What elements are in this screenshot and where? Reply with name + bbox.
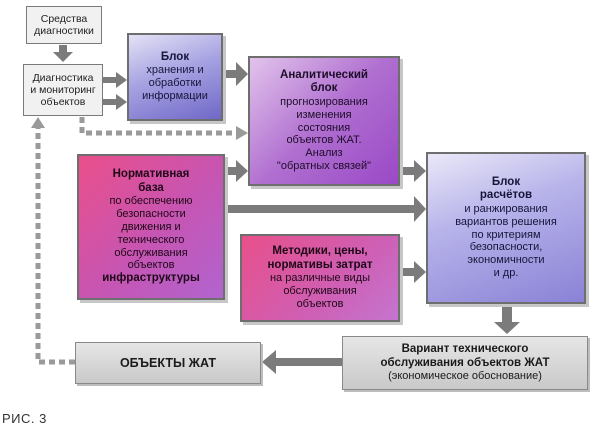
arrow-diagnostics-to-storage-1 [103,72,127,88]
diagnostic-tools-node: Средства диагностики [26,6,102,44]
analytic-block-node: Аналитический блок прогнозирования измен… [248,56,400,186]
analytic-block-line5: Анализ [305,147,343,160]
normative-base-line3: движения и [121,220,181,233]
methods-line3: объектов [296,297,344,310]
storage-block-line1: хранения и [146,64,204,77]
arrow-methods-to-calc [400,261,426,283]
maintenance-variant-title2: обслуживания объектов ЖАТ [380,356,550,369]
storage-block-node: Блок хранения и обработки информации [127,33,223,121]
methods-line2: обслуживания [283,285,357,298]
diagnostic-tools-line1: Средства [40,12,88,25]
calc-block-line3: по критериям [471,228,541,241]
maintenance-variant-line1: (экономическое обоснование) [388,370,542,383]
maintenance-variant-title1: Вариант технического [401,343,529,356]
dashed-arrow-diagnostics-to-analytic [79,117,248,140]
dashed-arrow-objects-to-diagnostics [31,117,75,365]
storage-block-line2: обработки [148,77,202,90]
calc-block-line4: безопасности, [469,241,543,254]
diagnostics-monitoring-line2: и мониторинг [30,83,96,96]
diagnostics-monitoring-line3: объектов [40,96,86,109]
analytic-block-title1: Аналитический [280,68,368,81]
diagnostic-tools-line2: диагностики [34,25,94,37]
arrow-calc-to-variant [494,306,520,334]
diagnostics-monitoring-line1: Диагностика [32,71,94,84]
calc-block-line1: и ранжирования [464,202,548,215]
calc-block-title1: Блок [491,175,521,188]
normative-base-line2: безопасности [116,208,186,220]
arrow-tools-to-diagnostics [53,45,73,62]
analytic-block-line1: прогнозирования [280,95,368,108]
arrow-variant-to-objects [262,350,342,374]
storage-block-title: Блок [160,50,190,63]
analytic-block-line4: объектов ЖАТ. [286,134,362,147]
maintenance-variant-node: Вариант технического обслуживания объект… [342,336,588,390]
diagnostics-monitoring-node: Диагностика и мониторинг объектов [23,64,103,116]
methods-title1: Методики, цены, [272,245,368,258]
normative-base-line7: инфраструктуры [102,272,200,285]
objects-title: ОБЪЕКТЫ ЖАТ [119,355,217,370]
analytic-block-title2: блок [310,82,338,95]
methods-node: Методики, цены, нормативы затрат на разл… [240,234,400,322]
storage-block-line3: информации [142,90,208,103]
arrow-normative-to-analytic [226,160,248,182]
normative-base-line4: технического [117,233,185,246]
arrow-normative-to-calc [226,196,426,222]
figure-caption: РИС. 3 [2,411,47,426]
calc-block-title2: расчётов [479,189,533,202]
calc-block-line2: вариантов решения [455,215,557,228]
normative-base-title2: база [138,181,164,194]
normative-base-line1: по обеспечению [109,195,193,208]
methods-line1: на различные виды [269,272,371,285]
calc-block-node: Блок расчётов и ранжирования вариантов р… [426,152,586,304]
analytic-block-line2: изменения [296,108,352,121]
calc-block-line5: экономичности [467,254,545,267]
normative-base-title1: Нормативная [112,168,190,181]
arrow-analytic-to-calc [400,160,426,182]
objects-node: ОБЪЕКТЫ ЖАТ [75,342,261,384]
normative-base-node: Нормативная база по обеспечению безопасн… [77,154,225,300]
normative-base-line6: объектов [127,259,175,272]
arrow-storage-to-analytic [223,62,248,86]
normative-base-line5: обслуживания [114,246,188,259]
calc-block-line6: и др. [493,267,519,280]
arrow-diagnostics-to-storage-2 [103,94,127,110]
analytic-block-line6: "обратных связей" [276,160,372,173]
methods-title2: нормативы затрат [267,258,373,271]
analytic-block-line3: состояния [297,121,351,134]
